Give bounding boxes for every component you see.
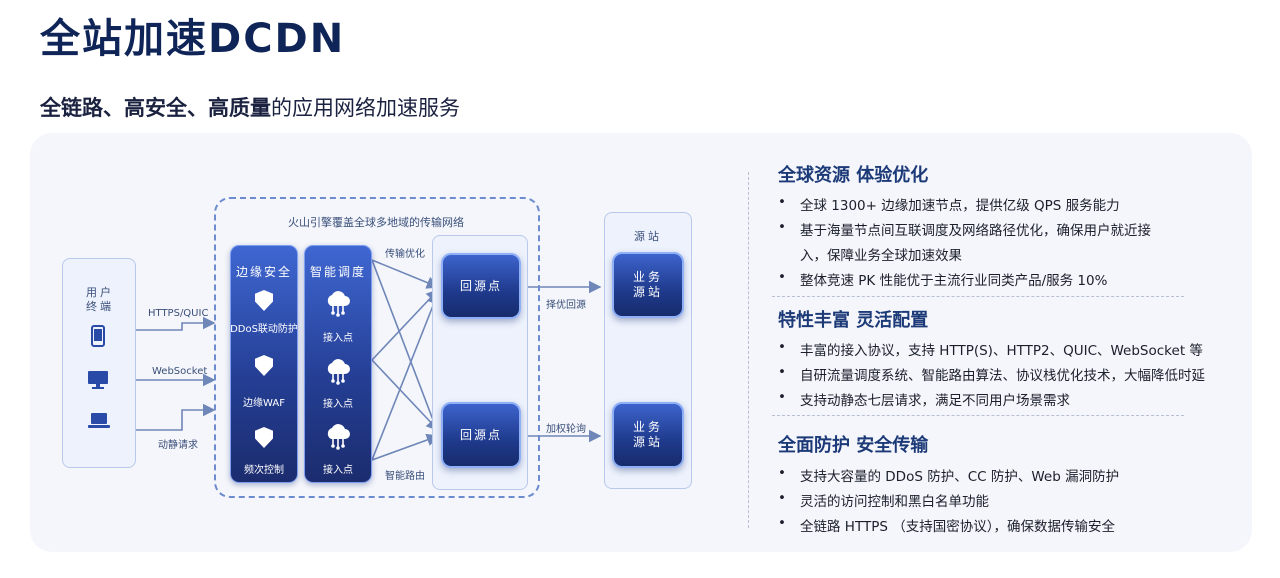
feature-bullet-text: 基于海量节点间互联调度及网络路径优化，确保用户就近接 — [800, 223, 1151, 239]
cloud-network-icon — [327, 359, 350, 385]
section-divider — [772, 415, 1184, 416]
feature-bullet: 丰富的接入协议，支持 HTTP(S)、HTTP2、QUIC、WebSocket … — [778, 339, 1203, 359]
network-frame — [214, 197, 540, 498]
smart-scheduling-title: 智能调度 — [309, 265, 366, 279]
laptop-icon — [88, 413, 110, 428]
transit-label-top: 传输优化 — [385, 249, 425, 260]
shield-icon — [255, 355, 273, 376]
feature-title-security: 全面防护 安全传输 — [778, 435, 929, 456]
access-point-label-3: 接入点 — [323, 465, 353, 476]
feature-title-global: 全球资源 体验优化 — [778, 165, 929, 186]
line-s1-r1 — [371, 259, 440, 289]
vertical-separator — [748, 172, 749, 528]
line-s3-r2 — [371, 433, 440, 461]
feature-bullet-text: 支持动静态七层请求，满足不同用户场景需求 — [800, 393, 1070, 409]
origin-node-2-line1: 业务 — [632, 420, 663, 434]
feature-bullet-text: 整体竞速 PK 性能优于主流行业同类产品/服务 10% — [800, 273, 1108, 289]
access-point-label-2: 接入点 — [323, 399, 353, 410]
origin-node-2-line2: 源站 — [632, 435, 663, 449]
line-s2-r1 — [371, 288, 440, 361]
feature-bullet-continuation: 入，保障业务全球加速效果 — [800, 248, 962, 264]
origin-node-1: 业务 源站 — [612, 252, 684, 318]
feature-bullet-text: 自研流量调度系统、智能路由算法、协议栈优化技术，大幅降低时延 — [800, 368, 1205, 384]
return-label-optimal: 择优回源 — [546, 300, 586, 311]
feature-bullet-text: 全球 1300+ 边缘加速节点，提供亿级 QPS 服务能力 — [800, 198, 1120, 214]
edge-item-ddos: DDoS联动防护 — [230, 324, 298, 335]
return-node-1: 回源点 — [441, 253, 521, 319]
feature-title-config: 特性丰富 灵活配置 — [778, 310, 929, 331]
arrow-dynamic-static — [136, 403, 216, 431]
protocol-label-websocket: WebSocket — [152, 366, 208, 377]
return-node-2: 回源点 — [441, 402, 521, 468]
feature-bullet: 自研流量调度系统、智能路由算法、协议栈优化技术，大幅降低时延 — [778, 364, 1205, 384]
shield-icon — [255, 427, 273, 448]
subtitle-rest: 的应用网络加速服务 — [271, 96, 460, 120]
page-title: 全站加速DCDN — [40, 16, 346, 62]
return-label-weighted: 加权轮询 — [546, 424, 586, 435]
edge-item-rate: 频次控制 — [244, 465, 284, 476]
origin-node-2: 业务 源站 — [612, 402, 684, 468]
line-s3-r1 — [371, 291, 440, 461]
user-terminal-panel — [62, 258, 136, 468]
feature-bullet-text: 支持大容量的 DDoS 防护、CC 防护、Web 漏洞防护 — [800, 469, 1120, 485]
phone-icon — [91, 325, 105, 347]
shield-icon — [255, 290, 273, 311]
subtitle-emphasis: 全链路、高安全、高质量 — [40, 96, 271, 120]
user-terminal-label-2: 终端 — [86, 300, 114, 313]
feature-bullet: 支持大容量的 DDoS 防护、CC 防护、Web 漏洞防护 — [778, 465, 1119, 485]
origin-title: 源站 — [634, 230, 662, 243]
feature-bullet: 灵活的访问控制和黑白名单功能 — [778, 490, 989, 510]
line-s1-r2 — [371, 259, 440, 435]
feature-bullet: 全球 1300+ 边缘加速节点，提供亿级 QPS 服务能力 — [778, 194, 1120, 214]
line-s2-r2 — [371, 359, 440, 432]
monitor-icon — [88, 371, 108, 389]
feature-bullet: 基于海量节点间互联调度及网络路径优化，确保用户就近接 — [778, 219, 1151, 239]
cloud-network-icon — [327, 424, 350, 450]
feature-bullet: 整体竞速 PK 性能优于主流行业同类产品/服务 10% — [778, 269, 1107, 289]
access-point-label-1: 接入点 — [323, 333, 353, 344]
edge-item-waf: 边缘WAF — [243, 398, 285, 409]
page-subtitle: 全链路、高安全、高质量的应用网络加速服务 — [40, 92, 460, 122]
network-title: 火山引擎覆盖全球多地域的传输网络 — [288, 216, 464, 229]
origin-node-1-line1: 业务 — [632, 270, 663, 284]
protocol-label-requests: 动静请求 — [158, 440, 198, 451]
arrow-https-quic — [136, 316, 216, 331]
user-terminal-label-1: 用户 — [86, 286, 114, 299]
feature-bullet-text: 丰富的接入协议，支持 HTTP(S)、HTTP2、QUIC、WebSocket … — [800, 343, 1203, 359]
feature-bullet: 全链路 HTTPS （支持国密协议），确保数据传输安全 — [778, 515, 1115, 535]
feature-bullet-text: 灵活的访问控制和黑白名单功能 — [800, 494, 989, 510]
protocol-label-https: HTTPS/QUIC — [148, 308, 209, 319]
transit-label-bottom: 智能路由 — [385, 471, 425, 482]
feature-bullet-text: 全链路 HTTPS （支持国密协议），确保数据传输安全 — [800, 519, 1115, 535]
origin-node-1-line2: 源站 — [632, 285, 663, 299]
edge-security-title: 边缘安全 — [235, 265, 292, 279]
section-divider — [772, 296, 1184, 297]
cloud-network-icon — [327, 291, 350, 317]
feature-bullet: 支持动静态七层请求，满足不同用户场景需求 — [778, 389, 1070, 409]
